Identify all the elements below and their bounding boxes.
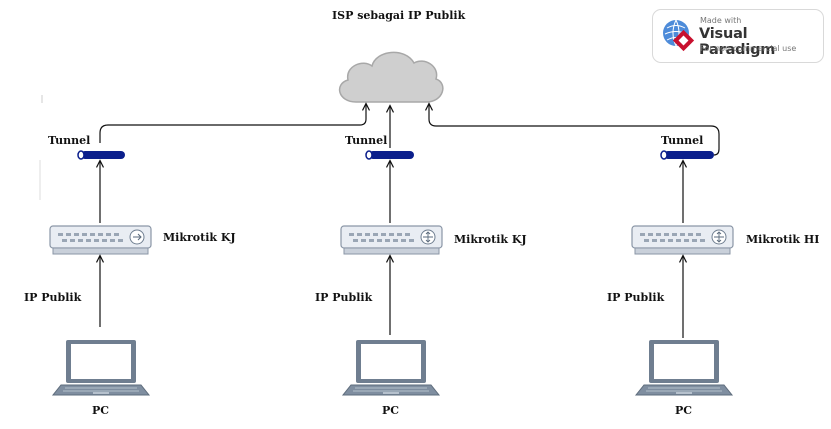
router-right-icon [631,225,734,255]
tunnel-right-label: Tunnel [661,134,704,147]
tunnel-left-label: Tunnel [48,134,91,147]
visual-paradigm-watermark: Made with Visual Paradigm For non-commer… [652,9,824,63]
router-left-icon [49,225,152,255]
isp-cloud-icon [338,51,444,103]
watermark-brand: Visual Paradigm [699,26,776,58]
left-tunnel-to-cloud-line [99,104,366,143]
link-middle-label: IP Publik [315,291,373,304]
pc-left-laptop-icon [51,340,151,396]
link-right-label: IP Publik [607,291,665,304]
pc-right-label: PC [675,404,693,417]
pc-right-laptop-icon [634,340,734,396]
right-tunnel-to-cloud-line [429,104,720,156]
tunnel-left-icon [77,150,125,160]
watermark-note: For non-commercial use [700,44,797,53]
link-lines [99,104,720,338]
diagram-title: ISP sebagai IP Publik [332,9,466,22]
router-middle-icon [340,225,443,255]
router-left-label: Mikrotik KJ [163,231,236,244]
link-left-label: IP Publik [24,291,82,304]
router-middle-label: Mikrotik KJ [454,233,527,246]
watermark-made-with: Made with [700,16,742,25]
pc-middle-laptop-icon [341,340,441,396]
visual-paradigm-logo-icon [663,19,695,52]
router-right-label: Mikrotik HI [746,233,820,246]
pc-left-label: PC [92,404,110,417]
tunnel-right-icon [660,150,714,160]
tunnel-middle-icon [365,150,414,160]
pc-middle-label: PC [382,404,400,417]
tunnel-middle-label: Tunnel [345,134,388,147]
